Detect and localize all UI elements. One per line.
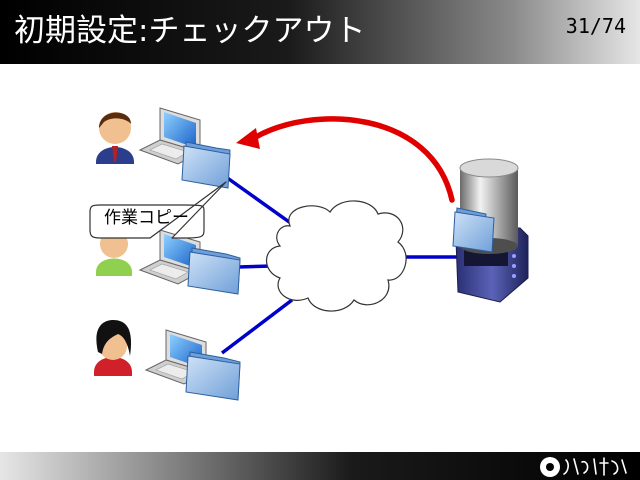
male-user-icon bbox=[96, 112, 134, 164]
female-user-icon bbox=[94, 320, 132, 376]
folder-icon bbox=[181, 141, 231, 189]
signature-logo bbox=[540, 457, 627, 477]
page-counter: 31/74 bbox=[565, 14, 626, 38]
folder-icon-bottom bbox=[185, 351, 241, 401]
callout-label: 作業コピー bbox=[104, 208, 189, 228]
checkout-arrow bbox=[251, 116, 455, 203]
checkout-arrow-head bbox=[236, 128, 260, 149]
network-link-bottom bbox=[220, 298, 294, 355]
network-link-middle bbox=[237, 264, 273, 269]
slide-footer bbox=[0, 452, 640, 480]
network-link-top bbox=[224, 175, 294, 226]
repository-folder-icon bbox=[452, 207, 495, 253]
cloud-icon bbox=[265, 200, 407, 312]
speech-bubble-icon bbox=[89, 181, 227, 239]
checkout-diagram bbox=[89, 107, 529, 401]
folder-icon-middle bbox=[187, 247, 241, 295]
slide-header: 初期設定:チェックアウト 31/74 bbox=[0, 0, 640, 64]
slide-title: 初期設定:チェックアウト bbox=[14, 13, 366, 49]
